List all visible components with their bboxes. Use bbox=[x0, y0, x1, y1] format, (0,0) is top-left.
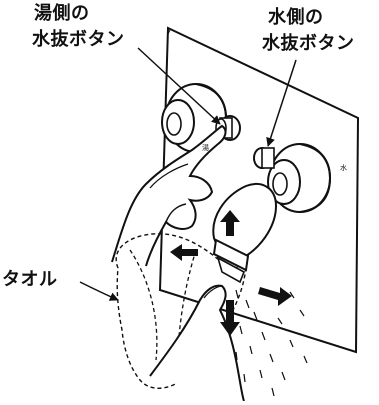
arrow-up bbox=[220, 210, 240, 236]
cold-drain-label-line2: 水抜ボタン bbox=[262, 33, 355, 54]
towel-label-leader bbox=[79, 281, 119, 301]
holding-hand bbox=[149, 284, 245, 402]
cold-drain-valve bbox=[267, 143, 332, 213]
towel-label: タオル bbox=[2, 269, 58, 290]
cold-label-leader bbox=[266, 59, 297, 147]
cold-drain-button bbox=[253, 147, 275, 169]
hot-label-leader bbox=[137, 47, 221, 125]
arrow-left bbox=[170, 244, 198, 261]
arrow-down bbox=[220, 300, 240, 336]
pressing-hand bbox=[111, 124, 227, 267]
hot-drain-label-line1: 湯側の bbox=[34, 3, 90, 24]
arrow-right bbox=[258, 287, 292, 306]
cold-drain-label-line1: 水側の bbox=[268, 7, 324, 28]
hot-drain-label-line2: 水抜ボタン bbox=[32, 29, 125, 50]
towel-outline bbox=[115, 233, 247, 389]
hot-panel-symbol: 湯 bbox=[202, 143, 209, 152]
water-spray bbox=[227, 289, 308, 397]
nozzle bbox=[212, 183, 278, 284]
cold-panel-symbol: 水 bbox=[340, 163, 347, 172]
